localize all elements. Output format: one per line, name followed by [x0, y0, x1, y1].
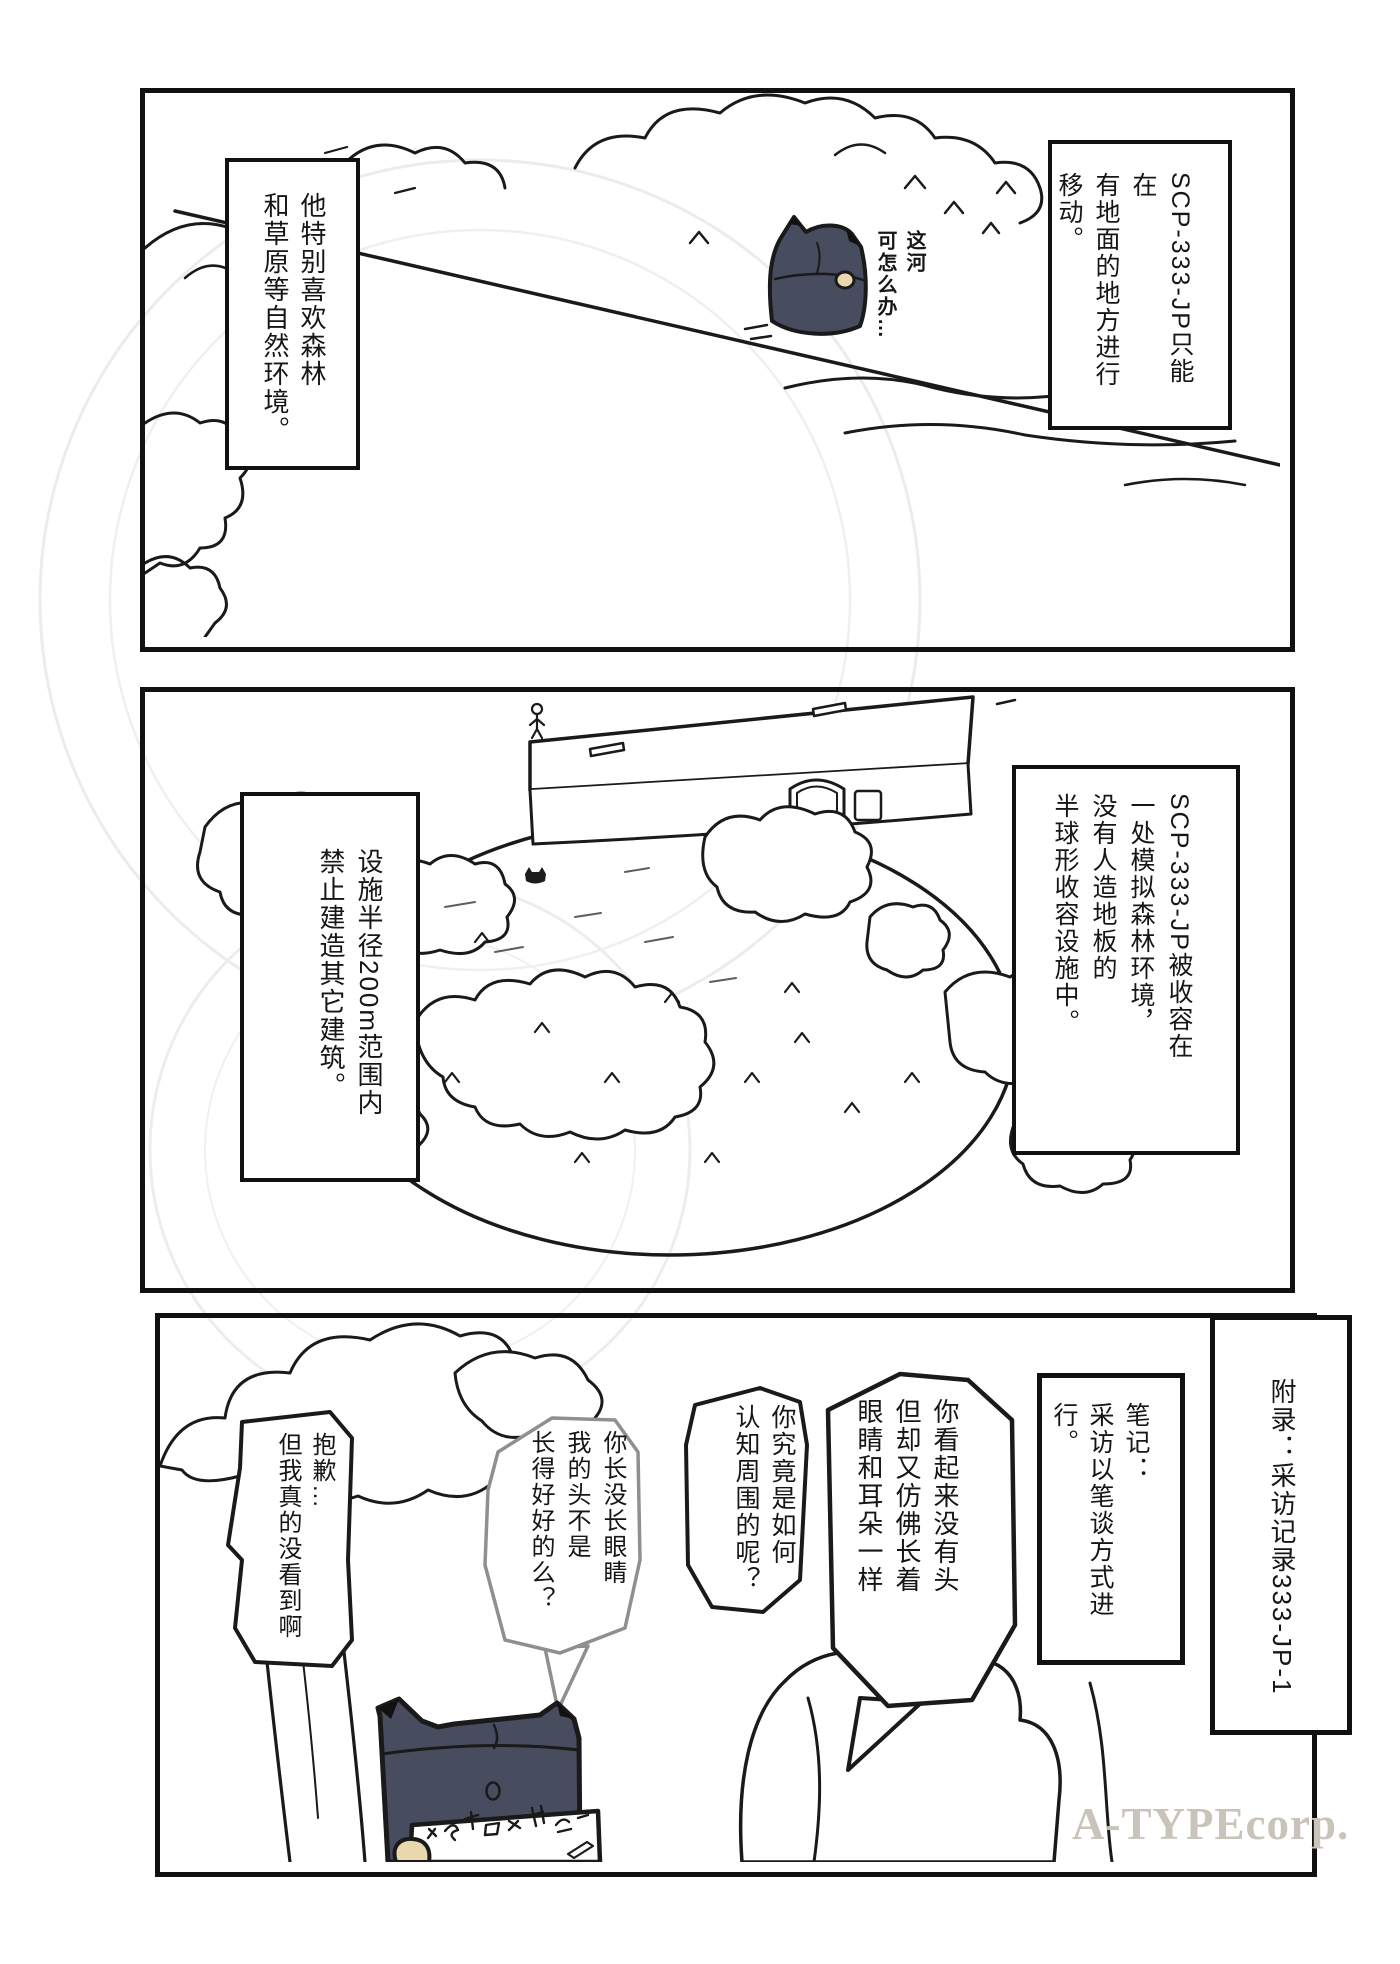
narration-line: 一处模拟森林环境， [1127, 793, 1155, 1036]
narration-line: 禁止建造其它建筑。 [316, 848, 346, 1100]
tiny-person-figure [528, 702, 546, 740]
narration-line: 他特别喜欢森林 [297, 192, 327, 388]
pencil [566, 1840, 595, 1860]
panel-3-interview [155, 1313, 1317, 1877]
bubble-line: 你看起来没有头 [930, 1398, 960, 1594]
facility-door [853, 789, 883, 822]
bubble-line: 但却又仿佛长着 [892, 1398, 922, 1594]
narration-box-p2-right: SCP-333-JP被收容在 一处模拟森林环境， 没有人造地板的 半球形收容设施… [1012, 765, 1240, 1155]
bubble-line: 眼睛和耳朵一样 [854, 1398, 884, 1594]
narration-box-p1-right: SCP-333-JP只能在 有地面的地方进行移动。 [1048, 140, 1232, 430]
creature-paw [834, 270, 856, 290]
narration-line: 和草原等自然环境。 [260, 192, 290, 444]
bubble-question-2-text: 你究竟是如何 认知周围的呢？ [714, 1404, 800, 1614]
narration-line: SCP-333-JP只能在 [1129, 172, 1194, 385]
creature-paw [392, 1836, 432, 1862]
narration-line: 没有人造地板的 [1089, 793, 1117, 982]
bubble-question-1-text: 你看起来没有头 但却又仿佛长着 眼睛和耳朵一样 [832, 1398, 964, 1698]
scribble-writing [426, 1804, 590, 1842]
speech-bubble-question-1 [825, 1371, 1018, 1709]
bubble-line: 认知周围的呢？ [732, 1404, 760, 1593]
written-reply-bubble [483, 1416, 642, 1655]
note-line: 笔记： [1122, 1402, 1150, 1483]
scp-333-jp-creature-large [375, 1696, 603, 1862]
panel3-artwork [160, 1322, 1114, 1862]
written-reply-bubble-tail [543, 1644, 590, 1712]
tiny-creature-silhouette [525, 867, 546, 884]
narration-line: 半球形收容设施中。 [1051, 793, 1079, 1036]
publisher-watermark: A-TYPEcorp. [1072, 1799, 1350, 1849]
bubble-written-reply-text: 你长没长眼睛 我的头不是 长得好好的么？ [498, 1430, 630, 1650]
interview-note-box: 笔记： 采访以笔谈方式进行。 [1037, 1373, 1185, 1665]
bubble-line: 抱歉… [308, 1432, 335, 1510]
bubble-line: 你究竟是如何 [768, 1404, 796, 1566]
bubble-line: 但我真的没看到啊 [274, 1432, 301, 1640]
scp-333-jp-creature-small [743, 215, 868, 341]
appendix-title: 附录：采访记录333-JP-1 [1267, 1378, 1297, 1696]
speech-bubble-sorry [226, 1410, 354, 1668]
bubble-sorry-text: 抱歉… 但我真的没看到啊 [258, 1432, 338, 1657]
bubble-line: 长得好好的么？ [527, 1430, 554, 1612]
motion-lines [743, 323, 773, 341]
bubble-line: 我的头不是 [563, 1430, 590, 1560]
facility-building [528, 695, 1017, 846]
note-line: 采访以笔谈方式进行。 [1050, 1402, 1114, 1618]
thought-line: 可怎么办… [874, 230, 896, 340]
creature-thought-text: 这河 可怎么办… [852, 230, 928, 380]
speech-bubble-question-2 [684, 1386, 809, 1614]
creature-button-dot [485, 1781, 501, 1801]
narration-line: 设施半径200m范围内 [354, 848, 384, 1118]
appendix-title-box: 附录：采访记录333-JP-1 [1210, 1315, 1352, 1735]
narration-line: 有地面的地方进行移动。 [1055, 172, 1120, 388]
grass-marks [443, 867, 921, 1164]
interviewer-figure [738, 1643, 1114, 1862]
narration-line: SCP-333-JP被收容在 [1165, 793, 1193, 1060]
narration-box-p1-left: 他特别喜欢森林 和草原等自然环境。 [225, 158, 360, 470]
thought-line: 这河 [903, 230, 925, 274]
bubble-line: 你长没长眼睛 [599, 1430, 626, 1586]
narration-box-p2-left: 设施半径200m范围内 禁止建造其它建筑。 [240, 792, 420, 1182]
